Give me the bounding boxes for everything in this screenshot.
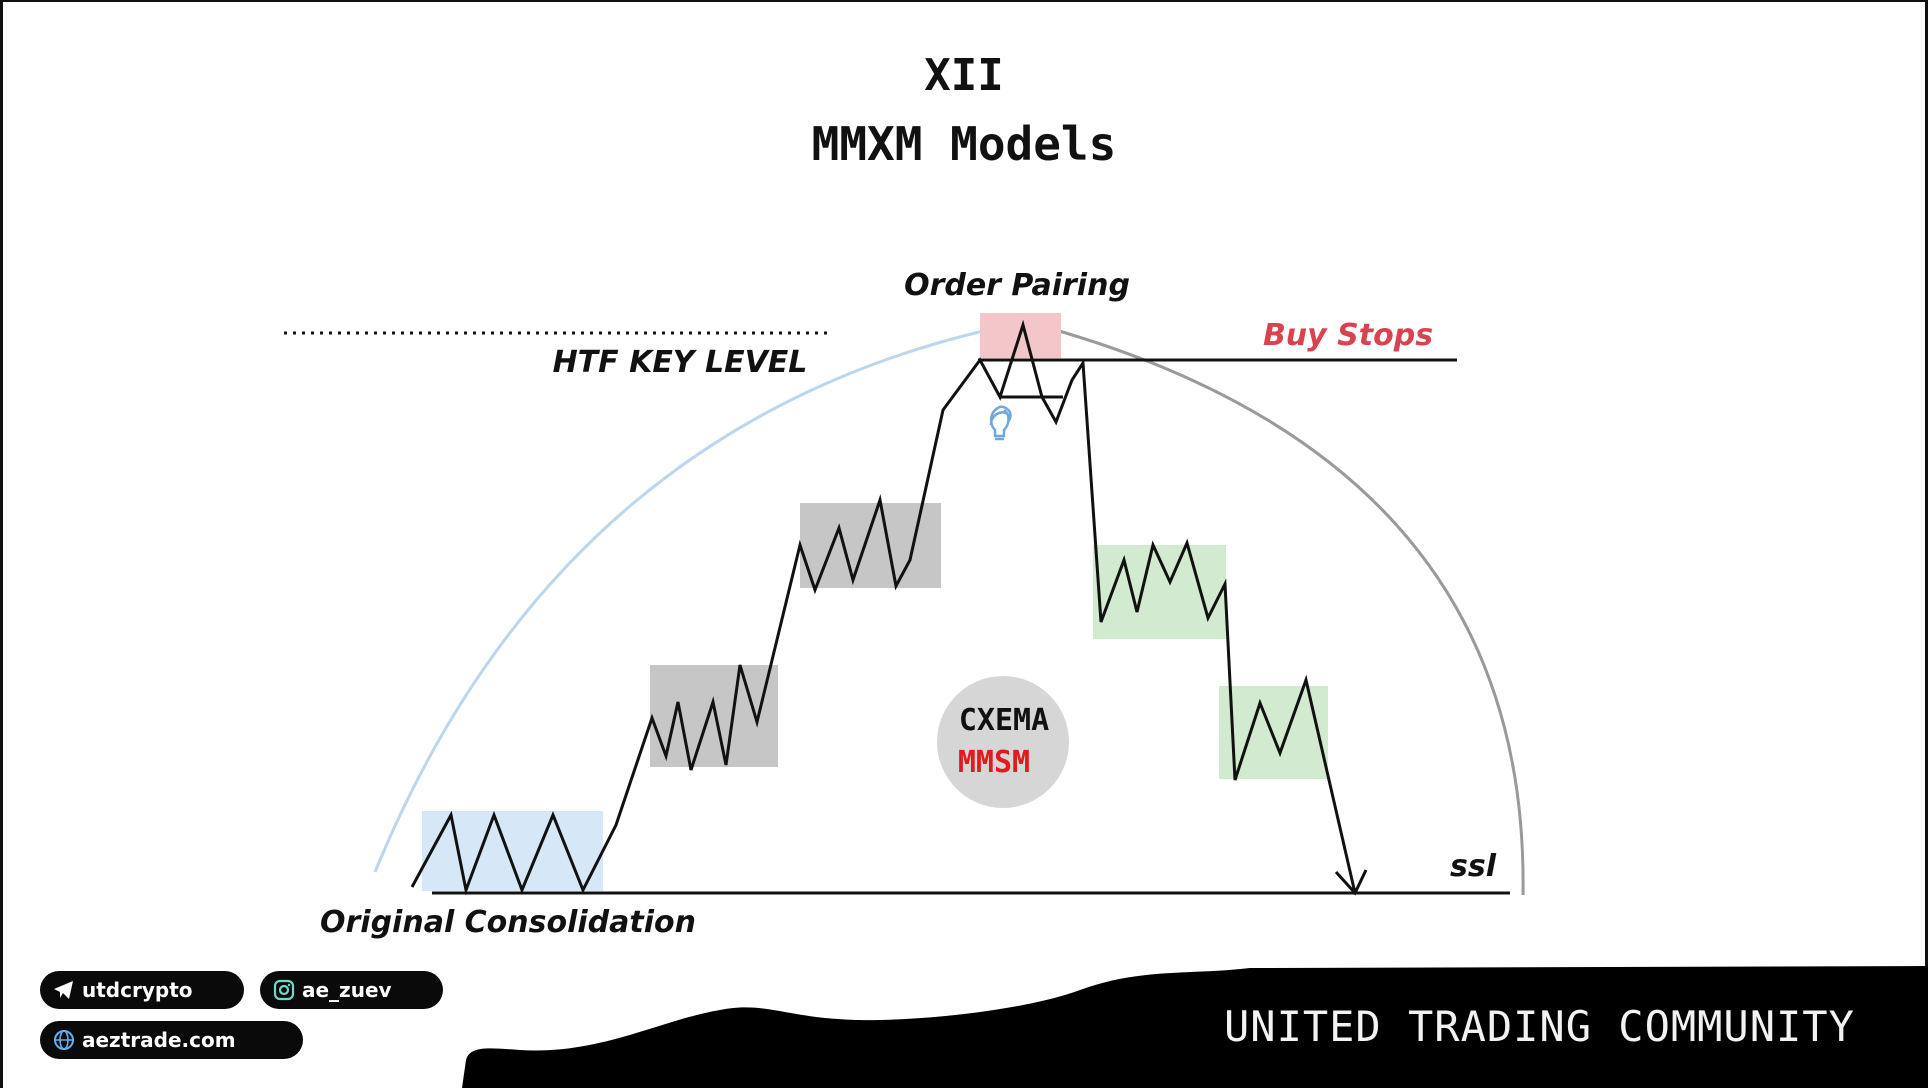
- page-title: MMXM Models: [811, 117, 1117, 171]
- badge-top-text: CXEMA: [959, 703, 1049, 738]
- footer-wave: [462, 966, 1928, 1088]
- telegram-icon: [52, 978, 76, 1002]
- website-link-label: aeztrade.com: [82, 1028, 236, 1052]
- order-pairing-label: Order Pairing: [904, 268, 1130, 303]
- ssl-arrow-head: [1334, 869, 1368, 896]
- cxema-badge: [937, 676, 1069, 808]
- badge-bottom-text: MMSM: [958, 745, 1030, 780]
- ssl-label: ssl: [1450, 849, 1497, 884]
- consolidation-box: [422, 811, 603, 891]
- instagram-link-label: ae_zuev: [302, 978, 392, 1002]
- original-consolidation-label: Original Consolidation: [320, 905, 696, 940]
- page-title-numeral: XII: [924, 50, 1004, 101]
- lightbulb-icon: [989, 405, 1012, 441]
- telegram-link[interactable]: utdcrypto: [40, 971, 244, 1009]
- website-link[interactable]: aeztrade.com: [40, 1021, 303, 1059]
- instagram-link[interactable]: ae_zuev: [260, 971, 443, 1009]
- htf-key-level-label: HTF KEY LEVEL: [553, 345, 808, 380]
- instagram-icon: [272, 978, 296, 1002]
- footer-brand: UNITED TRADING COMMUNITY: [1224, 1002, 1855, 1051]
- buy-stops-label: Buy Stops: [1263, 318, 1433, 353]
- globe-icon: [52, 1028, 76, 1052]
- telegram-link-label: utdcrypto: [82, 978, 193, 1002]
- left-arc: [373, 323, 1011, 873]
- right-arc: [1037, 323, 1525, 896]
- accumulation-box-2: [800, 503, 941, 588]
- price-path: [410, 319, 1357, 896]
